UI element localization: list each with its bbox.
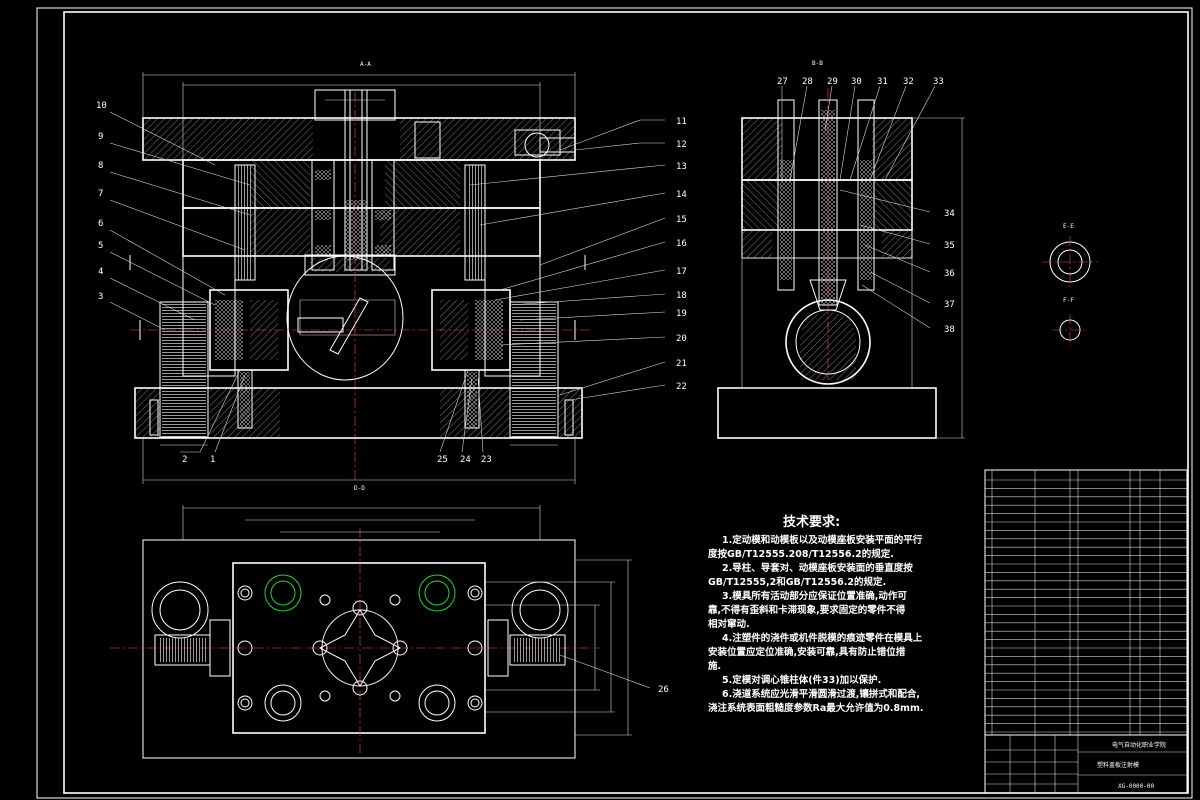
detail-views: E-E F-F xyxy=(1042,223,1098,346)
tech-req-line: 靠,不得有歪斜和卡滞现象,要求固定的零件不得 xyxy=(708,604,906,616)
section-label-aa: A-A xyxy=(360,61,371,68)
title-block: 电气自动化职业学院 塑料盖板注射模 XG-0000-00 xyxy=(984,734,1188,794)
callout-2: 2 xyxy=(182,455,187,465)
section-label-bb: B-B xyxy=(812,60,823,67)
callout-6: 6 xyxy=(98,219,103,229)
tech-req-line: 6.浇道系统应光滑平滑圆滑过渡,镶拼式和配合, xyxy=(722,688,920,700)
callout-11: 11 xyxy=(676,117,687,127)
front-section-view: A-A xyxy=(129,61,590,484)
callout-16: 16 xyxy=(676,239,687,249)
callout-19: 19 xyxy=(676,309,687,319)
tech-req-line: 1.定动模和动模板以及动模座板安装平面的平行 xyxy=(722,534,923,546)
tech-req-line: 安装位置应定位准确,安装可靠,具有防止错位措 xyxy=(708,646,906,658)
callout-4: 4 xyxy=(98,267,103,277)
side-view-callouts: 27 28 29 30 31 32 33 34 35 36 37 38 xyxy=(777,77,955,335)
callout-28: 28 xyxy=(802,77,813,87)
callout-5: 5 xyxy=(98,241,103,251)
callout-24: 24 xyxy=(460,455,471,465)
front-view-callouts: 10 9 8 7 6 5 4 3 11 12 13 14 15 16 17 18… xyxy=(96,101,687,465)
section-label-ff: F-F xyxy=(1063,297,1074,304)
callout-34: 34 xyxy=(944,209,955,219)
drawing-frame xyxy=(36,7,1193,799)
side-section-view: B-B xyxy=(717,60,965,439)
tech-req-line: 浇注系统表面粗糙度参数Ra最大允许值为0.8mm. xyxy=(708,702,923,714)
callout-8: 8 xyxy=(98,161,103,171)
callout-10: 10 xyxy=(96,101,107,111)
callout-7: 7 xyxy=(98,189,103,199)
callout-1: 1 xyxy=(210,455,215,465)
callout-25: 25 xyxy=(437,455,448,465)
technical-requirements: 技术要求: 1.定动模和动模板以及动模座板安装平面的平行 度按GB/T12555… xyxy=(708,514,923,714)
callout-12: 12 xyxy=(676,140,687,150)
title-drawing-name: 塑料盖板注射模 xyxy=(1097,761,1139,769)
callout-29: 29 xyxy=(827,77,838,87)
section-label-dd: D-D xyxy=(354,485,365,492)
callout-30: 30 xyxy=(851,77,862,87)
tech-req-line: 4.注塑件的浇件或机件脱模的痕迹零件在模具上 xyxy=(722,632,923,644)
section-label-ee: E-E xyxy=(1063,223,1074,230)
plan-view: D-D xyxy=(110,485,669,760)
callout-37: 37 xyxy=(944,300,955,310)
callout-18: 18 xyxy=(676,291,687,301)
callout-9: 9 xyxy=(98,132,103,142)
tech-req-title: 技术要求: xyxy=(783,514,840,530)
callout-38: 38 xyxy=(944,325,955,335)
callout-22: 22 xyxy=(676,382,687,392)
title-school: 电气自动化职业学院 xyxy=(1112,741,1166,749)
callout-14: 14 xyxy=(676,190,687,200)
tech-req-line: 度按GB/T12555.208/T12556.2的规定. xyxy=(708,548,894,560)
callout-27: 27 xyxy=(777,77,788,87)
tech-req-line: 施. xyxy=(708,660,721,672)
tech-req-line: 3.模具所有活动部分应保证位置准确,动作可 xyxy=(722,590,907,602)
tech-req-line: 2.导柱、导套对、动模座板安装面的垂直度按 xyxy=(722,562,913,574)
callout-36: 36 xyxy=(944,269,955,279)
callout-23: 23 xyxy=(481,455,492,465)
callout-33: 33 xyxy=(933,77,944,87)
tech-req-line: 5.定模对调心锥柱体(件33)加以保护. xyxy=(722,674,881,686)
callout-26: 26 xyxy=(658,685,669,695)
callout-20: 20 xyxy=(676,334,687,344)
callout-3: 3 xyxy=(98,292,103,302)
callout-35: 35 xyxy=(944,241,955,251)
callout-15: 15 xyxy=(676,215,687,225)
parts-list xyxy=(984,469,1188,736)
callout-31: 31 xyxy=(877,77,888,87)
callout-13: 13 xyxy=(676,162,687,172)
tech-req-line: GB/T12555,2和GB/T12556.2的规定. xyxy=(708,576,886,588)
callout-17: 17 xyxy=(676,267,687,277)
callout-21: 21 xyxy=(676,359,687,369)
tech-req-line: 相对窜动. xyxy=(708,618,750,630)
title-drawing-no: XG-0000-00 xyxy=(1118,783,1155,790)
callout-32: 32 xyxy=(903,77,914,87)
